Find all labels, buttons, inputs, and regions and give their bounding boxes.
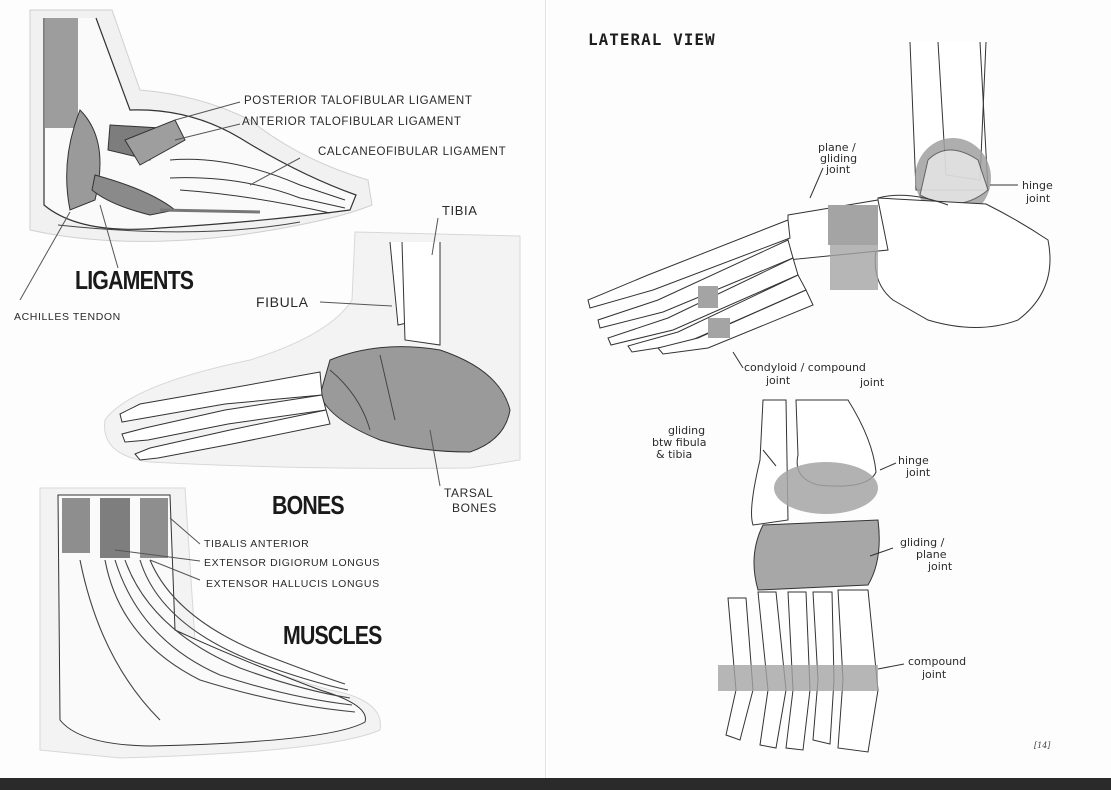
calcaneofibular-label: CALCANEOFIBULAR LIGAMENT: [318, 146, 507, 158]
condyloid-compound-label-line1: condyloid / compound: [744, 361, 866, 374]
bones-foot-illustration: [104, 217, 521, 487]
tarsal-label-line2: BONES: [452, 501, 498, 515]
tibialis-anterior-label: TIBALIS ANTERIOR: [204, 538, 310, 550]
left-page: POSTERIOR TALOFIBULAR LIGAMENT ANTERIOR …: [0, 0, 546, 778]
bottom-edge-bar: [0, 778, 1111, 790]
anterior-hinge-label-line1: hinge: [898, 454, 929, 467]
extensor-hallucis-label: EXTENSOR HALLUCIS LONGUS: [206, 578, 380, 590]
condyloid-joint-label: joint: [766, 374, 791, 387]
gliding-plane-label-line3: joint: [928, 560, 953, 573]
fibula-label: FIBULA: [256, 294, 309, 310]
achilles-tendon-label: ACHILLES TENDON: [14, 311, 121, 323]
plane-gliding-label-line3: joint: [826, 163, 851, 176]
right-page: LATERAL VIEW plane / gliding joint hinge…: [548, 0, 1111, 778]
plane-gliding-label-line1: plane /: [818, 141, 856, 154]
tarsal-label-line1: TARSAL: [444, 486, 494, 500]
posterior-talofibular-label: POSTERIOR TALOFIBULAR LIGAMENT: [244, 95, 473, 107]
gliding-plane-label-line1: gliding /: [900, 536, 945, 549]
ligaments-heading: LIGAMENTS: [75, 265, 194, 295]
anterior-view-foot-skeleton: [718, 399, 905, 753]
page-number: [14]: [1034, 741, 1051, 750]
gliding-fibula-label-line2: btw fibula: [652, 436, 707, 449]
compound-joint-label: joint: [860, 376, 885, 389]
hinge-joint-label-line1: hinge: [1022, 179, 1053, 192]
gliding-fibula-label-line1: gliding: [668, 424, 706, 437]
compound-joint-anterior-line1: compound: [908, 655, 967, 668]
extensor-digitorum-label: EXTENSOR DIGIORUM LONGUS: [204, 557, 381, 569]
anterior-hinge-label-line2: joint: [906, 466, 931, 479]
hinge-joint-label-line2: joint: [1026, 192, 1051, 205]
anterior-talofibular-label: ANTERIOR TALOFIBULAR LIGAMENT: [242, 116, 462, 128]
gliding-fibula-label-line3: & tibia: [656, 448, 693, 461]
bones-heading: BONES: [272, 490, 345, 520]
compound-joint-anterior-line2: joint: [922, 668, 947, 681]
muscles-foot-illustration: [39, 487, 381, 759]
ligaments-foot-illustration: [19, 9, 373, 301]
muscles-heading: MUSCLES: [283, 620, 382, 650]
plane-gliding-label-line2: gliding: [820, 152, 858, 165]
lateral-view-title: LATERAL VIEW: [588, 30, 716, 49]
gliding-plane-label-line2: plane: [916, 548, 947, 561]
lateral-view-foot-skeleton: [587, 41, 1051, 369]
tibia-label: TIBIA: [442, 203, 478, 218]
